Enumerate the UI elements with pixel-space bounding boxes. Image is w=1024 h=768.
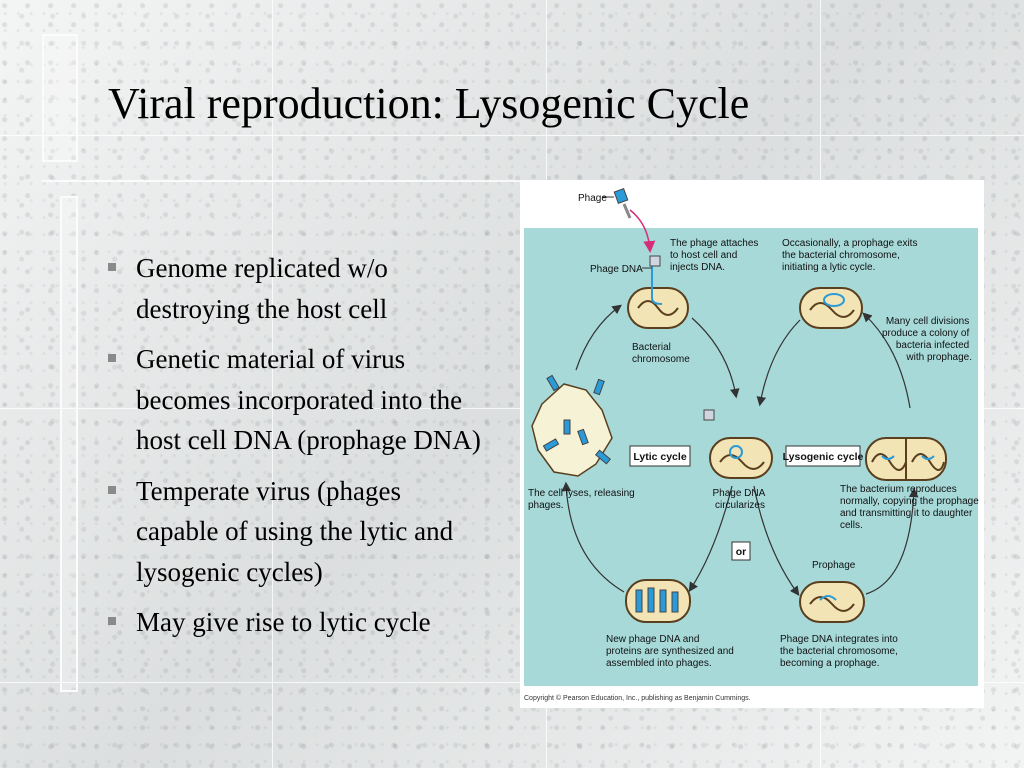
infected-cell-top [627,255,689,329]
copyright-text: Copyright © Pearson Education, Inc., pub… [524,694,751,702]
lysogenic-cycle-figure: Phage Phage DNA The phage attaches to ho… [520,180,984,708]
bullet-text: Temperate virus (phages capable of using… [136,475,454,587]
prophage-cell [799,581,865,623]
bullet-list: Genome replicated w/o destroying the hos… [108,248,518,653]
bullet-item: May give rise to lytic cycle [108,602,518,643]
prophage-label: Prophage [812,560,856,571]
lytic-cycle-box [629,445,691,467]
circularizes-text: Phage DNA circularizes [712,488,767,511]
decorative-line [42,180,520,182]
integrates-text: Phage DNA integrates into the bacterial … [780,634,901,669]
cycle-diagram: Phage Phage DNA The phage attaches to ho… [524,188,982,702]
decorative-bar-left [60,196,78,692]
bullet-item: Genome replicated w/o destroying the hos… [108,248,518,329]
lysed-cell [531,374,613,477]
bullet-text: Genome replicated w/o destroying the hos… [136,253,388,324]
or-box [731,541,751,561]
bullet-marker [108,263,116,271]
excising-cell [799,287,863,329]
bullet-marker [108,354,116,362]
cycle-arrows [561,304,919,596]
grid-line [0,135,1024,136]
lysogenic-cycle-label: Lysogenic cycle [783,451,864,463]
bacterial-chromosome-label: Bacterial chromosome [632,342,690,365]
grid-line [0,408,1024,409]
cell-lyses-text: The cell lyses, releasing phages. [528,488,638,511]
lysogenic-cycle-box [785,445,861,467]
bacterium-reproduces-text: The bacterium reproduces normally, copyi… [840,484,982,531]
grid-line [272,0,273,768]
bullet-marker [108,617,116,625]
bullet-marker [108,485,116,494]
circularized-dna-cell [703,409,773,479]
bullet-item: Temperate virus (phages capable of using… [108,471,518,593]
synthesis-text: New phage DNA and proteins are synthesiz… [606,634,737,669]
grid-line [0,682,1024,683]
phage-label: Phage [578,193,607,204]
attach-text: The phage attaches to host cell and inje… [670,238,761,273]
phage-icon [613,188,632,219]
phage-dna-label: Phage DNA [590,264,643,275]
bullet-text: Genetic material of virus becomes incorp… [136,344,481,455]
injection-arrow [629,209,656,253]
lytic-cycle-label: Lytic cycle [633,451,686,463]
bullet-item: Genetic material of virus becomes incorp… [108,339,518,461]
slide-title: Viral reproduction: Lysogenic Cycle [108,79,750,128]
decorative-bar-top [42,34,78,162]
dividing-cell [865,437,947,481]
prophage-exits-text: Occasionally, a prophage exits the bacte… [782,238,920,273]
or-label: or [736,546,747,558]
cell-divisions-text: Many cell divisions produce a colony of … [882,316,972,363]
bullet-text: May give rise to lytic cycle [136,607,431,637]
synthesis-cell [625,579,691,623]
